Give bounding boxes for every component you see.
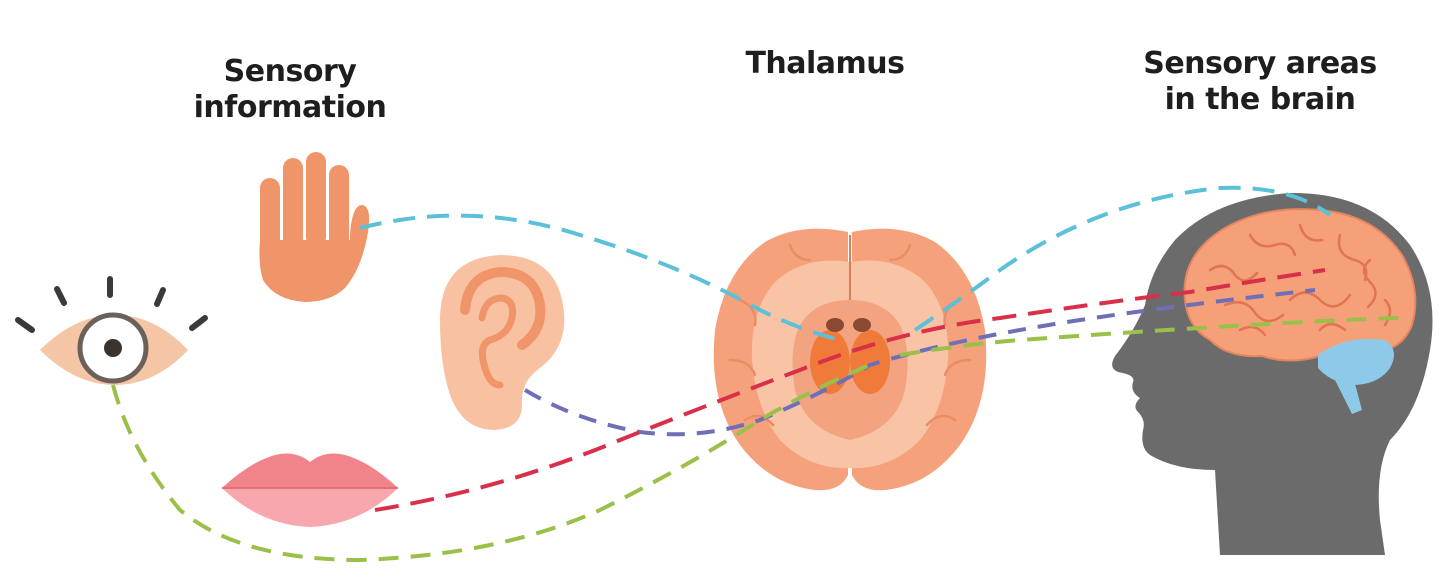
title-thalamus: Thalamus (745, 46, 905, 81)
thalamus-brain-icon (713, 228, 987, 491)
pathway-vision (111, 316, 1401, 563)
thalamus-right (850, 330, 890, 394)
thalamus-left (810, 330, 850, 394)
brain-folds (1208, 223, 1392, 337)
ear-icon (440, 255, 565, 430)
title-sensory-information: Sensory information (193, 54, 387, 125)
pathway-touch (359, 185, 1332, 342)
hand-icon (259, 152, 370, 302)
brain-stem (1330, 365, 1362, 414)
title-sensory-areas: Sensory areas in the brain (1143, 46, 1377, 117)
thalamus-core-left (826, 318, 844, 332)
pathway-taste (374, 268, 1326, 512)
thalamus-core-right (853, 318, 871, 332)
brain-cerebrum (1183, 208, 1417, 362)
head-brain-icon (1112, 192, 1433, 555)
eye-icon (15, 276, 208, 385)
lips-icon (222, 453, 398, 527)
